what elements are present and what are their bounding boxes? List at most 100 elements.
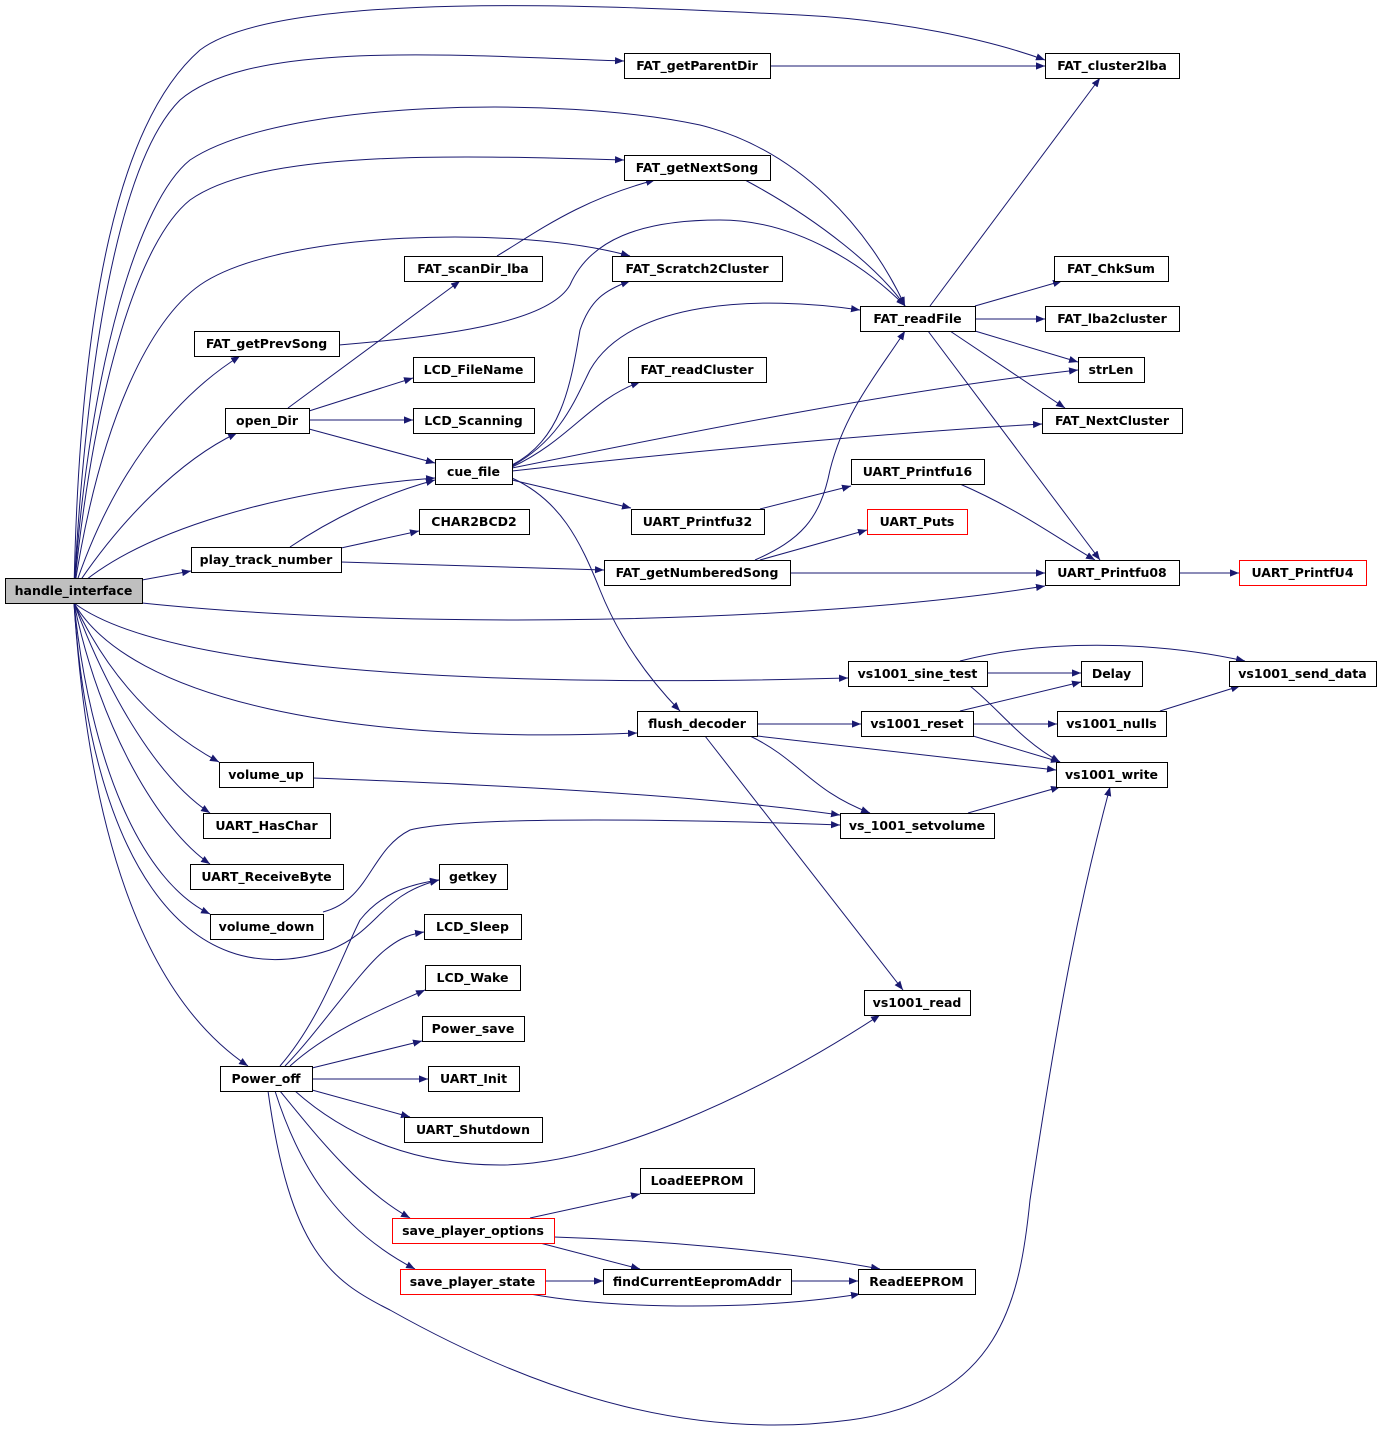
- nodes-layer: handle_interface FAT_getParentDir FAT_clus…: [5, 53, 1377, 1295]
- edge-cue_file-to-FAT_readCluster: [511, 381, 641, 468]
- node-label: Power_save: [432, 1021, 515, 1037]
- node-UART_Printfu16[interactable]: UART_Printfu16: [851, 459, 985, 485]
- edge-vs1001_sine_test-to-vs1001_write: [969, 685, 1061, 763]
- node-label: FAT_getParentDir: [636, 58, 758, 74]
- node-LCD_Sleep[interactable]: LCD_Sleep: [424, 914, 522, 940]
- edge-handle_interface-to-FAT_getParentDir: [73, 54, 625, 591]
- node-box: [439, 864, 508, 890]
- node-label: UART_HasChar: [215, 818, 318, 834]
- edge-flush_decoder-to-vs_1001_setvolume: [749, 735, 871, 814]
- node-vs1001_nulls[interactable]: vs1001_nulls: [1057, 711, 1167, 737]
- node-UART_ReceiveByte[interactable]: UART_ReceiveByte: [190, 864, 344, 890]
- edge-cue_file-to-strLen: [511, 367, 1079, 469]
- node-Power_off[interactable]: Power_off: [220, 1066, 313, 1092]
- node-Power_save[interactable]: Power_save: [422, 1016, 525, 1042]
- node-box: [864, 990, 971, 1016]
- node-UART_Puts[interactable]: UART_Puts: [867, 509, 968, 535]
- node-CHAR2BCD2[interactable]: CHAR2BCD2: [419, 509, 530, 535]
- node-save_player_state[interactable]: save_player_state: [400, 1269, 546, 1295]
- node-flush_decoder[interactable]: flush_decoder: [637, 711, 758, 737]
- node-LCD_Wake[interactable]: LCD_Wake: [425, 965, 521, 991]
- node-FAT_getParentDir[interactable]: FAT_getParentDir: [624, 53, 771, 79]
- node-label: FAT_cluster2lba: [1057, 58, 1167, 74]
- node-FAT_readFile[interactable]: FAT_readFile: [860, 306, 976, 332]
- edge-vs1001_reset-to-vs1001_write: [972, 735, 1061, 763]
- node-label: LCD_Scanning: [424, 413, 523, 429]
- node-FAT_Scratch2Cluster[interactable]: FAT_Scratch2Cluster: [612, 256, 783, 282]
- edge-save_player_options-to-LoadEEPROM: [529, 1192, 641, 1219]
- node-vs_1001_setvolume[interactable]: vs_1001_setvolume: [840, 813, 995, 839]
- node-label: LCD_Sleep: [436, 919, 509, 935]
- node-ReadEEPROM[interactable]: ReadEEPROM: [858, 1269, 976, 1295]
- node-label: handle_interface: [15, 583, 133, 599]
- node-label: strLen: [1089, 362, 1134, 377]
- node-box: [612, 256, 783, 282]
- edge-cue_file-to-FAT_readFile: [511, 302, 861, 467]
- node-FAT_readCluster[interactable]: FAT_readCluster: [628, 357, 767, 383]
- node-handle_interface[interactable]: handle_interface: [5, 578, 143, 604]
- node-FAT_getNumberedSong[interactable]: FAT_getNumberedSong: [604, 560, 791, 586]
- node-UART_PrintfU4[interactable]: UART_PrintfU4: [1239, 560, 1367, 586]
- edge-handle_interface-to-vs1001_sine_test: [73, 602, 849, 682]
- node-label: save_player_state: [410, 1274, 535, 1290]
- node-label: FAT_readCluster: [640, 362, 754, 378]
- node-vs1001_sine_test[interactable]: vs1001_sine_test: [848, 661, 988, 687]
- node-FAT_ChkSum[interactable]: FAT_ChkSum: [1054, 256, 1169, 282]
- node-volume_up[interactable]: volume_up: [219, 762, 314, 788]
- node-FAT_lba2cluster[interactable]: FAT_lba2cluster: [1045, 306, 1180, 332]
- node-strLen[interactable]: strLen: [1078, 357, 1145, 383]
- node-FAT_getPrevSong[interactable]: FAT_getPrevSong: [194, 331, 340, 357]
- node-UART_Init[interactable]: UART_Init: [428, 1066, 520, 1092]
- edge-Power_off-to-LCD_Sleep: [284, 929, 425, 1067]
- node-open_Dir[interactable]: open_Dir: [225, 408, 310, 434]
- node-FAT_cluster2lba[interactable]: FAT_cluster2lba: [1045, 53, 1180, 79]
- edge-play_track_number-to-cue_file: [289, 478, 436, 548]
- node-save_player_options[interactable]: save_player_options: [392, 1218, 555, 1244]
- node-label: vs_1001_setvolume: [849, 818, 985, 834]
- node-getkey[interactable]: getkey: [439, 864, 508, 890]
- node-UART_Printfu08[interactable]: UART_Printfu08: [1045, 560, 1180, 586]
- node-FAT_NextCluster[interactable]: FAT_NextCluster: [1042, 408, 1183, 434]
- node-vs1001_send_data[interactable]: vs1001_send_data: [1229, 661, 1377, 687]
- edge-handle_interface-to-flush_decoder: [73, 602, 638, 737]
- node-UART_Printfu32[interactable]: UART_Printfu32: [631, 509, 765, 535]
- edge-handle_interface-to-open_Dir: [73, 432, 238, 591]
- node-box: [404, 256, 543, 282]
- node-vs1001_read[interactable]: vs1001_read: [864, 990, 971, 1016]
- node-label: flush_decoder: [648, 716, 747, 732]
- node-cue_file[interactable]: cue_file: [435, 459, 513, 485]
- node-LoadEEPROM[interactable]: LoadEEPROM: [640, 1168, 755, 1194]
- node-vs1001_reset[interactable]: vs1001_reset: [861, 711, 974, 737]
- node-box: [1056, 762, 1168, 788]
- node-label: UART_PrintfU4: [1251, 565, 1353, 581]
- node-box: [435, 459, 513, 485]
- edge-Power_off-to-LCD_Wake: [289, 989, 426, 1067]
- node-vs1001_write[interactable]: vs1001_write: [1056, 762, 1168, 788]
- node-LCD_Scanning[interactable]: LCD_Scanning: [413, 408, 535, 434]
- edge-handle_interface-to-volume_down: [73, 602, 211, 915]
- edge-Power_off-to-getkey: [279, 877, 440, 1067]
- node-UART_Shutdown[interactable]: UART_Shutdown: [404, 1117, 543, 1143]
- edge-open_Dir-to-LCD_FileName: [308, 377, 414, 412]
- node-box: [1045, 306, 1180, 332]
- node-volume_down[interactable]: volume_down: [210, 914, 324, 940]
- node-play_track_number[interactable]: play_track_number: [191, 547, 342, 573]
- node-findCurrentEepromAddr[interactable]: findCurrentEepromAddr: [603, 1269, 792, 1295]
- node-box: [604, 560, 791, 586]
- edge-UART_Printfu32-to-UART_Printfu16: [759, 484, 852, 510]
- node-LCD_FileName[interactable]: LCD_FileName: [413, 357, 535, 383]
- node-FAT_getNextSong[interactable]: FAT_getNextSong: [624, 155, 771, 181]
- edge-FAT_readFile-to-strLen: [974, 330, 1079, 363]
- edge-FAT_getNextSong-to-FAT_readFile: [744, 179, 906, 307]
- node-UART_HasChar[interactable]: UART_HasChar: [203, 813, 331, 839]
- node-label: FAT_lba2cluster: [1057, 311, 1167, 327]
- node-box: [858, 1269, 976, 1295]
- edge-Power_off-to-UART_Shutdown: [311, 1089, 411, 1119]
- node-Delay[interactable]: Delay: [1081, 661, 1143, 687]
- node-box: [631, 509, 765, 535]
- node-label: LoadEEPROM: [651, 1173, 744, 1188]
- node-FAT_scanDir_lba[interactable]: FAT_scanDir_lba: [404, 256, 543, 282]
- node-label: save_player_options: [402, 1223, 544, 1239]
- node-label: Power_off: [232, 1071, 302, 1087]
